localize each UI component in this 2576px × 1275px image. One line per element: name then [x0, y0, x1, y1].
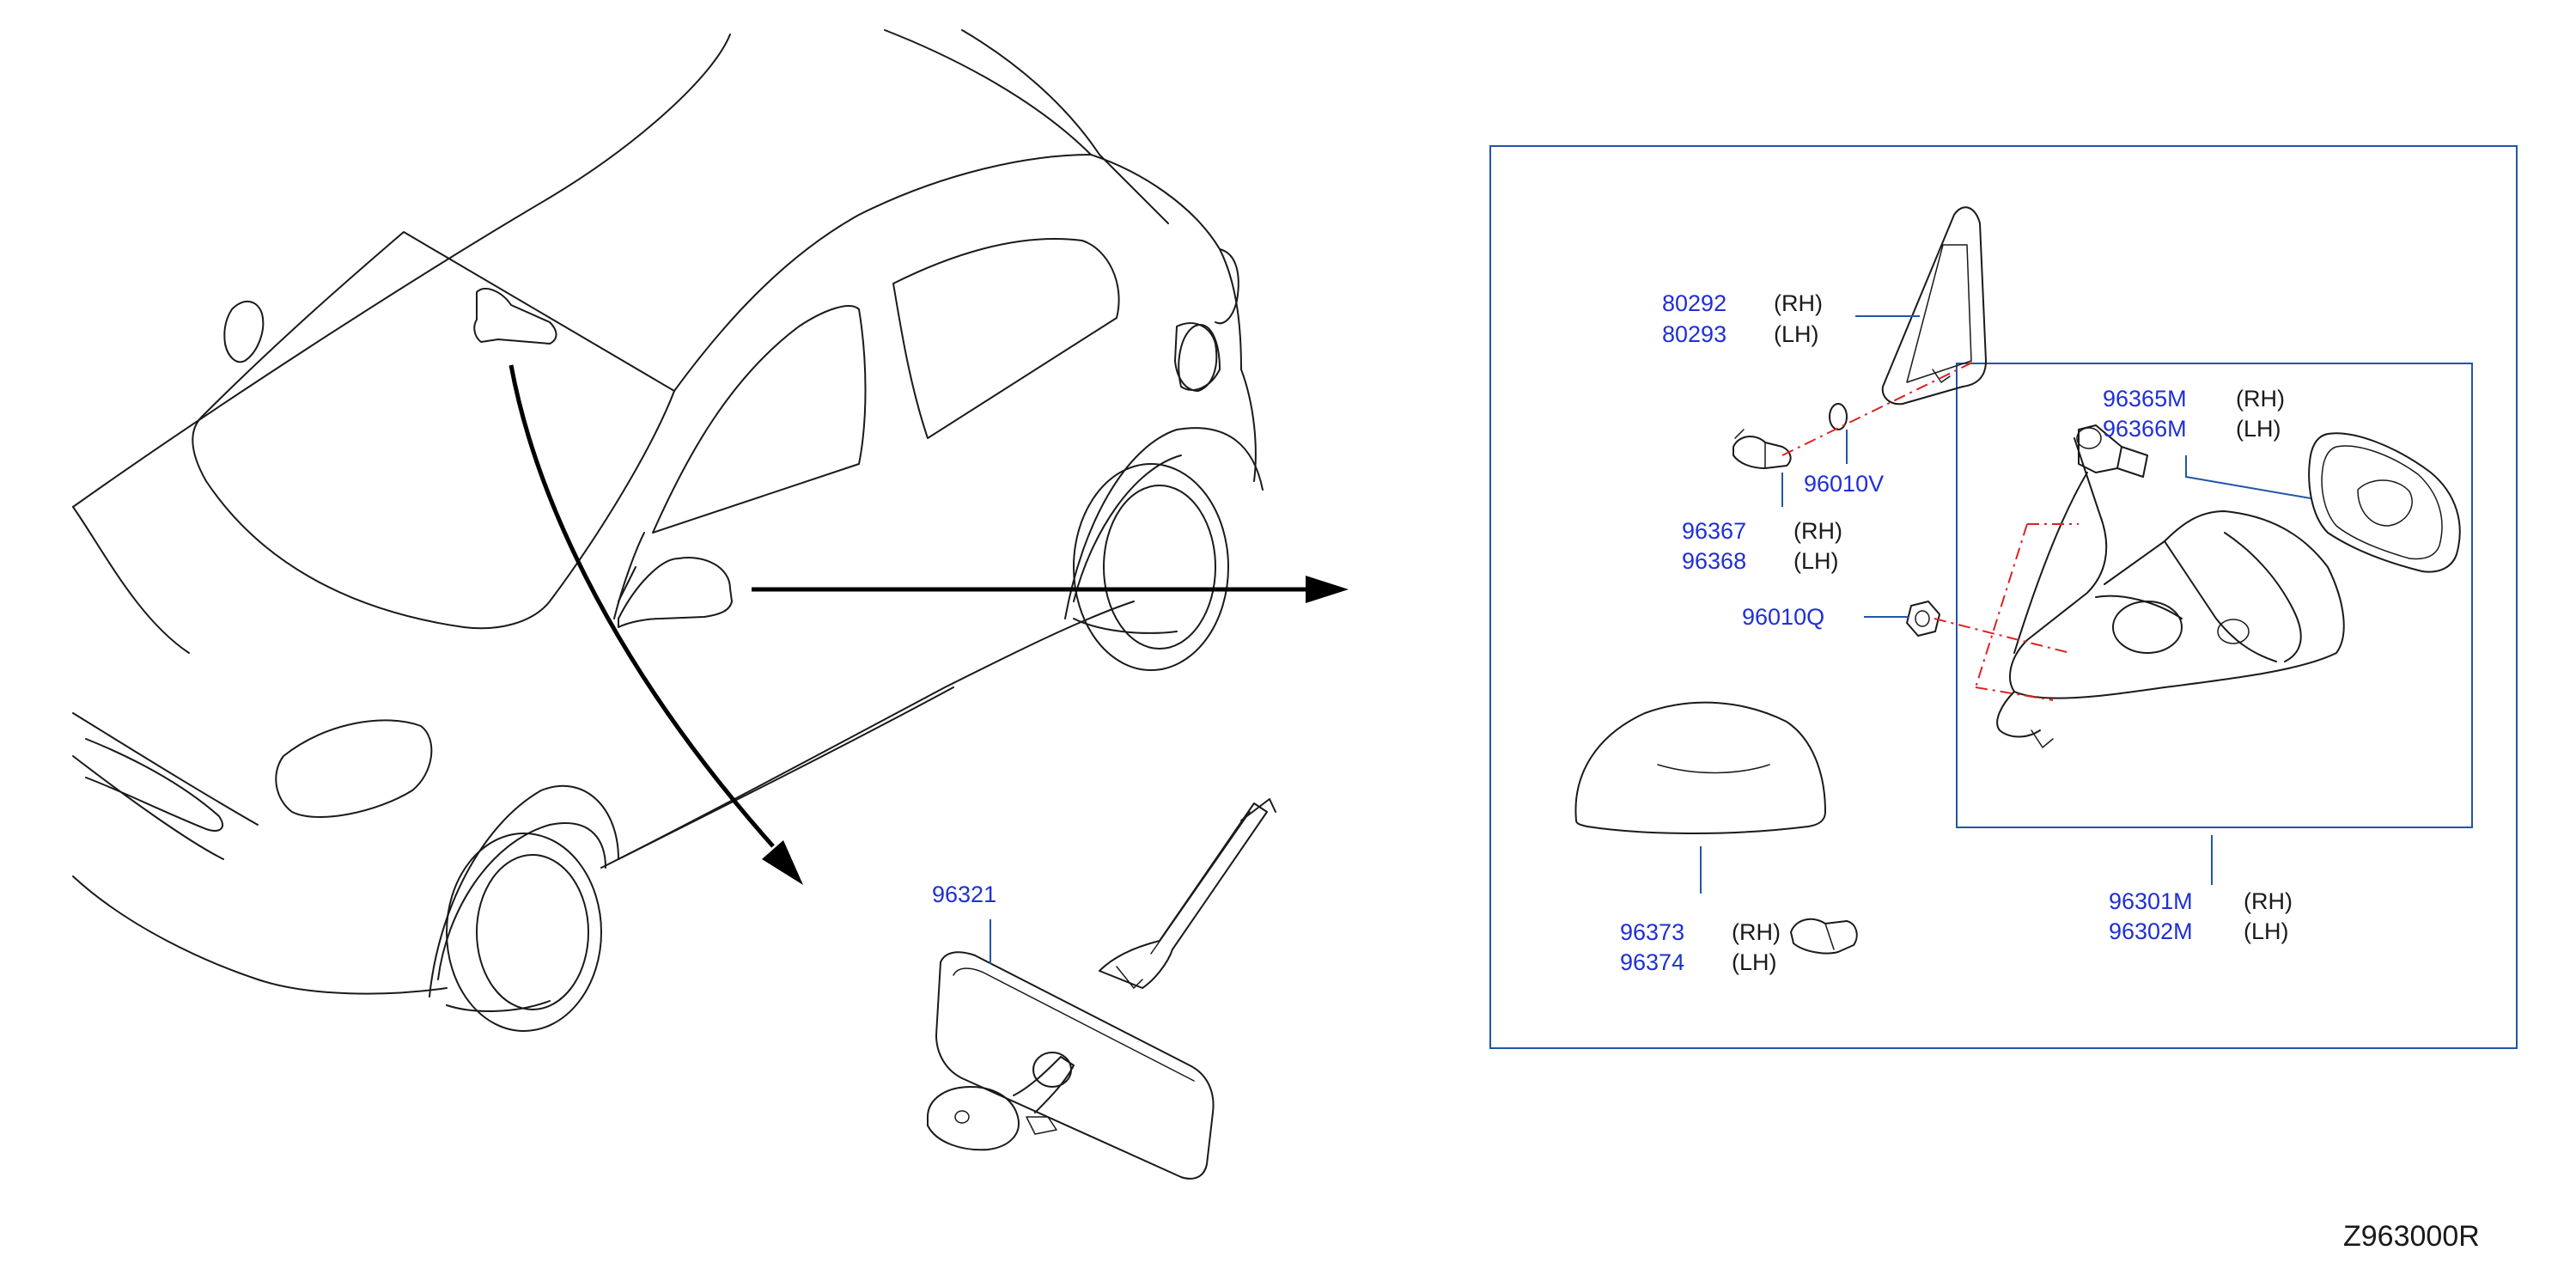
corner-cover-part	[1881, 206, 1987, 406]
part-number-96321: 96321	[932, 882, 996, 907]
vehicle-illustration	[72, 29, 1264, 1032]
part-number-96367: 96367	[1682, 518, 1746, 544]
mirror-glass-part	[2308, 432, 2461, 573]
side-lh-label: (LH)	[1793, 548, 1839, 574]
part-number-96365M: 96365M	[2103, 386, 2187, 412]
callout-96010V: 96010V	[1804, 471, 1884, 497]
part-number-80292: 80292	[1662, 290, 1726, 316]
callout-80292: 80292 (RH) 80293 (LH)	[1662, 290, 1823, 347]
callout-96010Q: 96010Q	[1742, 604, 1824, 630]
part-number-96010Q: 96010Q	[1742, 604, 1824, 630]
part-number-96301M: 96301M	[2109, 888, 2193, 914]
part-number-96010V: 96010V	[1804, 471, 1884, 497]
mirror-housing-assembly	[1996, 424, 2345, 748]
diagram-code: Z963000R	[2343, 1220, 2480, 1253]
side-lh-label: (LH)	[1774, 321, 1819, 347]
part-number-80293: 80293	[1662, 321, 1726, 347]
side-lh-label: (LH)	[1732, 949, 1777, 975]
part-number-96366M: 96366M	[2103, 416, 2187, 442]
side-rh-label: (RH)	[1793, 518, 1842, 544]
callout-96367: 96367 (RH) 96368 (LH)	[1682, 518, 1842, 574]
part-number-96302M: 96302M	[2109, 918, 2193, 944]
arrow-to-inside-mirror	[509, 364, 803, 885]
side-rh-label: (RH)	[1732, 919, 1781, 945]
callout-96301M: 96301M (RH) 96302M (LH)	[2109, 888, 2293, 944]
side-rh-label: (RH)	[2236, 386, 2285, 412]
clip-96367	[1733, 429, 1792, 469]
mirror-assembly-subframe	[1956, 363, 2473, 828]
removal-tool	[1099, 798, 1276, 989]
connector-clip	[1790, 918, 1858, 955]
door-mirror-detail-frame	[1489, 145, 2518, 1049]
side-rh-label: (RH)	[1774, 290, 1823, 316]
washer-96010V	[1829, 403, 1848, 430]
arrow-to-door-mirror	[752, 576, 1349, 603]
leader-lines	[990, 315, 2311, 964]
mirror-cover-part	[1574, 701, 1826, 834]
callout-96373: 96373 (RH) 96374 (LH)	[1620, 919, 1781, 975]
callout-96365M: 96365M (RH) 96366M (LH)	[2103, 386, 2285, 442]
callout-96321: 96321	[932, 882, 996, 907]
side-lh-label: (LH)	[2244, 918, 2289, 944]
part-number-96373: 96373	[1620, 919, 1684, 945]
inside-mirror-part	[927, 951, 1215, 1180]
assembly-axis-lines	[1781, 360, 2079, 701]
side-rh-label: (RH)	[2244, 888, 2293, 914]
part-number-96374: 96374	[1620, 949, 1684, 975]
part-number-96368: 96368	[1682, 548, 1746, 574]
side-lh-label: (LH)	[2236, 416, 2281, 442]
nut-96010Q	[1906, 601, 1940, 637]
